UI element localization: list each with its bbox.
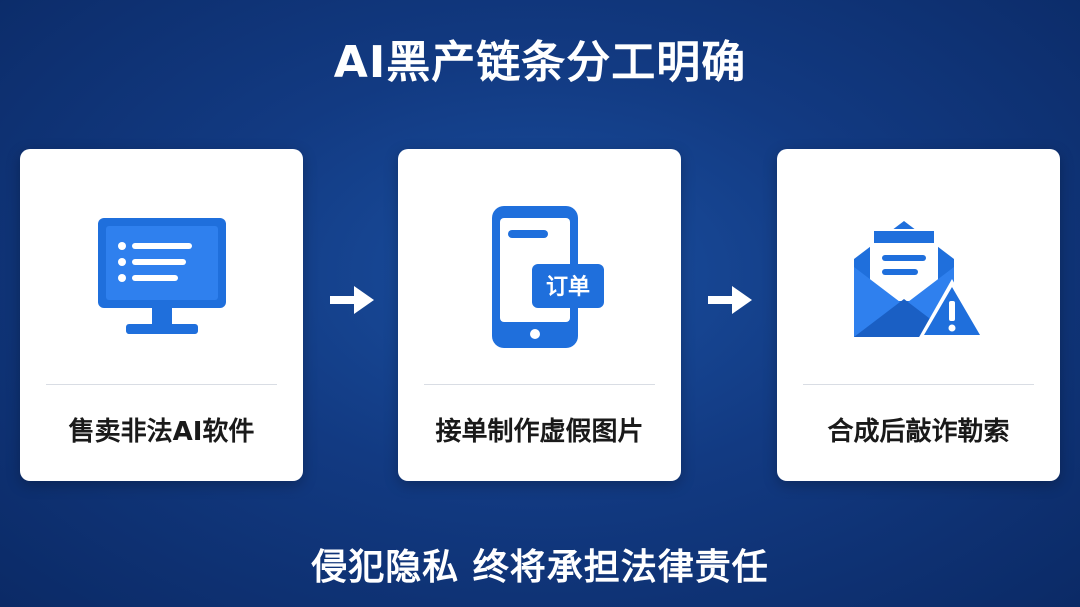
order-badge-text: 订单 bbox=[545, 275, 589, 300]
divider bbox=[424, 384, 655, 385]
envelope-warning-icon bbox=[853, 221, 986, 339]
arrow-right-icon bbox=[330, 286, 374, 314]
divider bbox=[46, 384, 277, 385]
computer-monitor-icon bbox=[97, 218, 226, 334]
step-label: 接单制作虚假图片 bbox=[435, 417, 644, 447]
divider bbox=[803, 384, 1034, 385]
step-card-make-fake-images: 订单 接单制作虚假图片 bbox=[398, 149, 681, 481]
smartphone-order-icon: 订单 bbox=[491, 206, 604, 348]
arrow-right-icon bbox=[708, 286, 752, 314]
step-label: 售卖非法AI软件 bbox=[68, 417, 255, 447]
footer-slogan: 侵犯隐私 终将承担法律责任 bbox=[311, 547, 769, 588]
step-card-extortion: 合成后敲诈勒索 bbox=[777, 149, 1060, 481]
step-card-sell-software: 售卖非法AI软件 bbox=[20, 149, 303, 481]
step-label: 合成后敲诈勒索 bbox=[827, 417, 1010, 447]
page-title: AI黑产链条分工明确 bbox=[333, 37, 747, 88]
